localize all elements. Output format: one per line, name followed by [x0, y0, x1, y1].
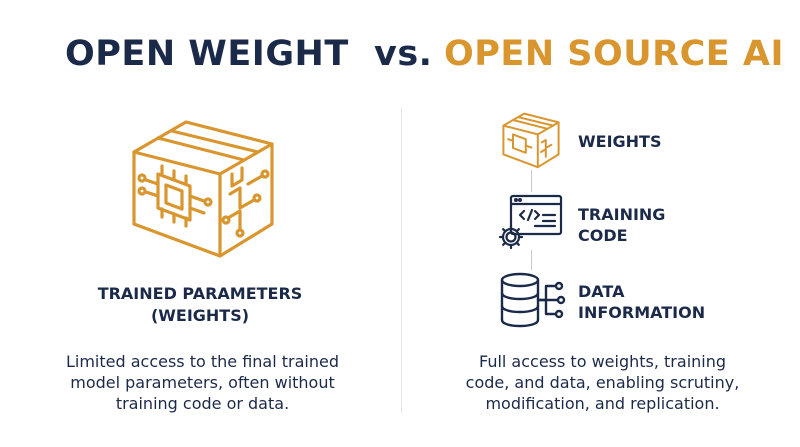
- weights-label: WEIGHTS: [578, 132, 662, 151]
- center-divider: [401, 108, 402, 413]
- open-weight-description: Limited access to the final trained mode…: [65, 352, 340, 413]
- training-code-icon: [498, 194, 563, 250]
- open-source-ai-title: OPEN SOURCE AI: [444, 34, 785, 74]
- page-title: OPEN WEIGHT vs. OPEN SOURCE AI: [0, 28, 800, 84]
- connector-line: [531, 250, 532, 270]
- database-icon: [500, 272, 566, 328]
- open-source-description: Full access to weights, training code, a…: [465, 352, 740, 413]
- vs-label: vs.: [374, 34, 433, 74]
- open-weight-title: OPEN WEIGHT: [65, 34, 349, 74]
- weights-box-icon: [502, 112, 560, 169]
- data-information-label: DATA INFORMATION: [578, 282, 706, 322]
- trained-parameters-label: TRAINED PARAMETERS (WEIGHTS): [97, 284, 303, 325]
- training-code-label: TRAINING CODE: [578, 205, 666, 245]
- weights-box-icon: [132, 120, 274, 258]
- connector-line: [531, 170, 532, 192]
